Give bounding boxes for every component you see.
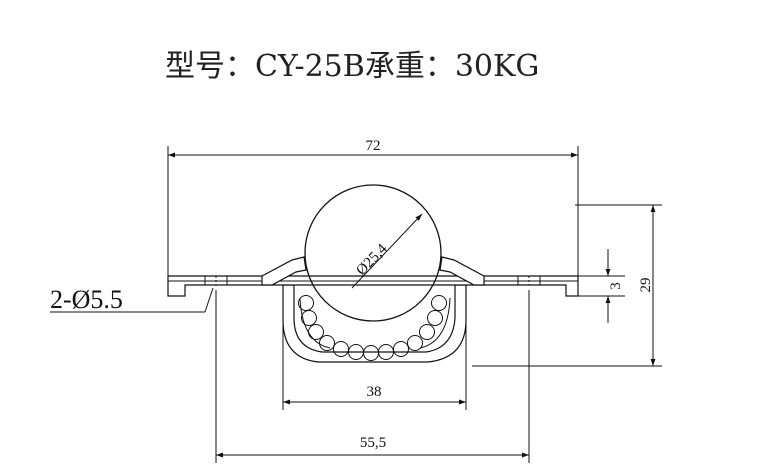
overall-width-dimension: 72 [167,138,579,276]
height-dimension: 29 [472,204,662,367]
hole-spec-callout: 2-Ø5.5 [50,285,214,314]
cup-width-label: 38 [367,384,382,400]
flange-plate [167,275,579,297]
height-label: 29 [638,278,654,293]
thickness-label: 3 [608,282,624,290]
overall-width-label: 72 [366,138,381,154]
hole-spec-label: 2-Ø5.5 [50,285,123,314]
hole-spacing-dimension: 55,5 [215,290,530,463]
ball-diameter-label: Ø25,4 [353,241,391,279]
support-balls [298,295,447,361]
thickness-dimension: 3 [578,249,625,323]
hole-spacing-label: 55,5 [360,435,386,451]
drawing-title: 型号：CY-25B承重：30KG [165,49,539,84]
retaining-cap [261,256,485,286]
main-ball [304,184,442,322]
cup-width-dimension: 38 [282,300,467,410]
